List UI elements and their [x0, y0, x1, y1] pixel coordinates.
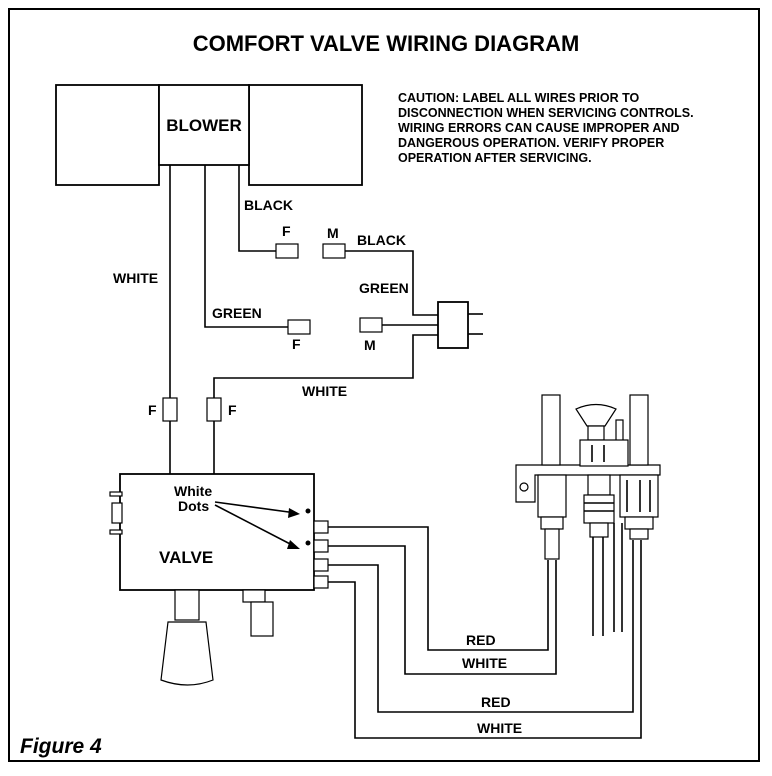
blower: BLOWER [55, 84, 363, 186]
wire-black-to-plug [345, 250, 438, 316]
label-f-green: F [292, 336, 301, 352]
label-white-2: WHITE [477, 720, 522, 736]
valve-terminal-1 [313, 520, 329, 534]
label-black-right: BLACK [357, 232, 406, 248]
blower-label: BLOWER [166, 116, 242, 135]
caution-line-4: DANGEROUS OPERATION. VERIFY PROPER [398, 136, 664, 150]
wire-red-2 [328, 540, 634, 713]
wire-black [238, 165, 276, 252]
connector-f-black [275, 243, 299, 259]
pilot-tube-top [589, 522, 609, 538]
pilot-compression-nut [583, 494, 615, 524]
arrow-head-top [288, 508, 300, 518]
arrow-head-bottom [287, 540, 300, 549]
caution-line-3: WIRING ERRORS CAN CAUSE IMPROPER AND [398, 121, 680, 135]
white-dots-label-2: Dots [178, 498, 209, 514]
pilot-hood [575, 403, 617, 427]
connector-f-right [206, 397, 222, 422]
pilot-orifice [587, 425, 605, 441]
valve-body [119, 473, 315, 591]
label-m-green: M [364, 337, 376, 353]
label-black-top: BLACK [244, 197, 293, 213]
valve-tab-top [109, 491, 123, 497]
thermocouple-body [537, 474, 567, 518]
valve-to-pilot-wires [328, 526, 642, 739]
power-plug [437, 301, 483, 349]
blower-housing-right [248, 84, 363, 186]
label-red-2: RED [481, 694, 511, 710]
connector-m-black [322, 243, 346, 259]
valve-tab-mid [111, 502, 123, 524]
label-green-right: GREEN [359, 280, 409, 296]
pilot-bracket [515, 464, 661, 503]
knob-stem [174, 589, 200, 621]
connector-m-green [359, 317, 383, 333]
label-f-black: F [282, 223, 291, 239]
label-f-right: F [228, 402, 237, 418]
valve-label: VALVE [159, 548, 213, 567]
thermopile-stem [629, 528, 649, 540]
connector-f-green [287, 319, 311, 335]
label-white-mid: WHITE [302, 383, 347, 399]
white-dots-label-1: White [174, 483, 212, 499]
wire-green [204, 165, 288, 328]
caution-line-1: CAUTION: LABEL ALL WIRES PRIOR TO [398, 91, 639, 105]
caution-line-5: OPERATION AFTER SERVICING. [398, 151, 592, 165]
blower-wires [169, 165, 288, 474]
caution-line-2: DISCONNECTION WHEN SERVICING CONTROLS. [398, 106, 694, 120]
white-dot-1 [305, 508, 311, 514]
valve-terminal-4 [313, 575, 329, 589]
connector-f-left [162, 397, 178, 422]
pilot-assembly [515, 394, 661, 636]
arrow-line-bottom [214, 504, 297, 548]
white-dot-2 [305, 540, 311, 546]
label-green-mid: GREEN [212, 305, 262, 321]
thermopile-body [619, 474, 659, 518]
control-knob [160, 621, 214, 686]
diagram-frame [8, 8, 760, 762]
regulator-collar [242, 589, 266, 603]
label-m-black: M [327, 225, 339, 241]
thermopile-tube [629, 394, 649, 466]
regulator-cap [250, 601, 274, 637]
arrow-line-top [214, 501, 297, 514]
label-red-1: RED [466, 632, 496, 648]
thermocouple-nut [540, 516, 564, 530]
pilot-fitting [587, 474, 611, 496]
wire-white-1 [328, 545, 557, 675]
thermocouple-tube [541, 394, 561, 466]
wire-white-2 [328, 540, 642, 739]
label-white-1: WHITE [462, 655, 507, 671]
label-white-left: WHITE [113, 270, 158, 286]
blower-housing-left [55, 84, 160, 186]
thermopile-nut [624, 516, 654, 530]
plug-body [437, 301, 469, 349]
valve-terminal-2 [313, 539, 329, 553]
label-f-left: F [148, 402, 157, 418]
wire-red-1 [328, 526, 549, 651]
blower-motor [158, 84, 250, 166]
wire-white-mid [213, 334, 438, 398]
valve-terminal-3 [313, 558, 329, 572]
thermocouple-stem [544, 528, 560, 560]
valve-tab-bottom [109, 529, 123, 535]
diagram-title: COMFORT VALVE WIRING DIAGRAM [193, 31, 580, 56]
figure-caption: Figure 4 [20, 735, 102, 758]
bracket-hole [519, 482, 529, 492]
caution-note: CAUTION: LABEL ALL WIRES PRIOR TO DISCON… [398, 91, 694, 165]
gas-valve: VALVE White Dots [109, 473, 329, 686]
